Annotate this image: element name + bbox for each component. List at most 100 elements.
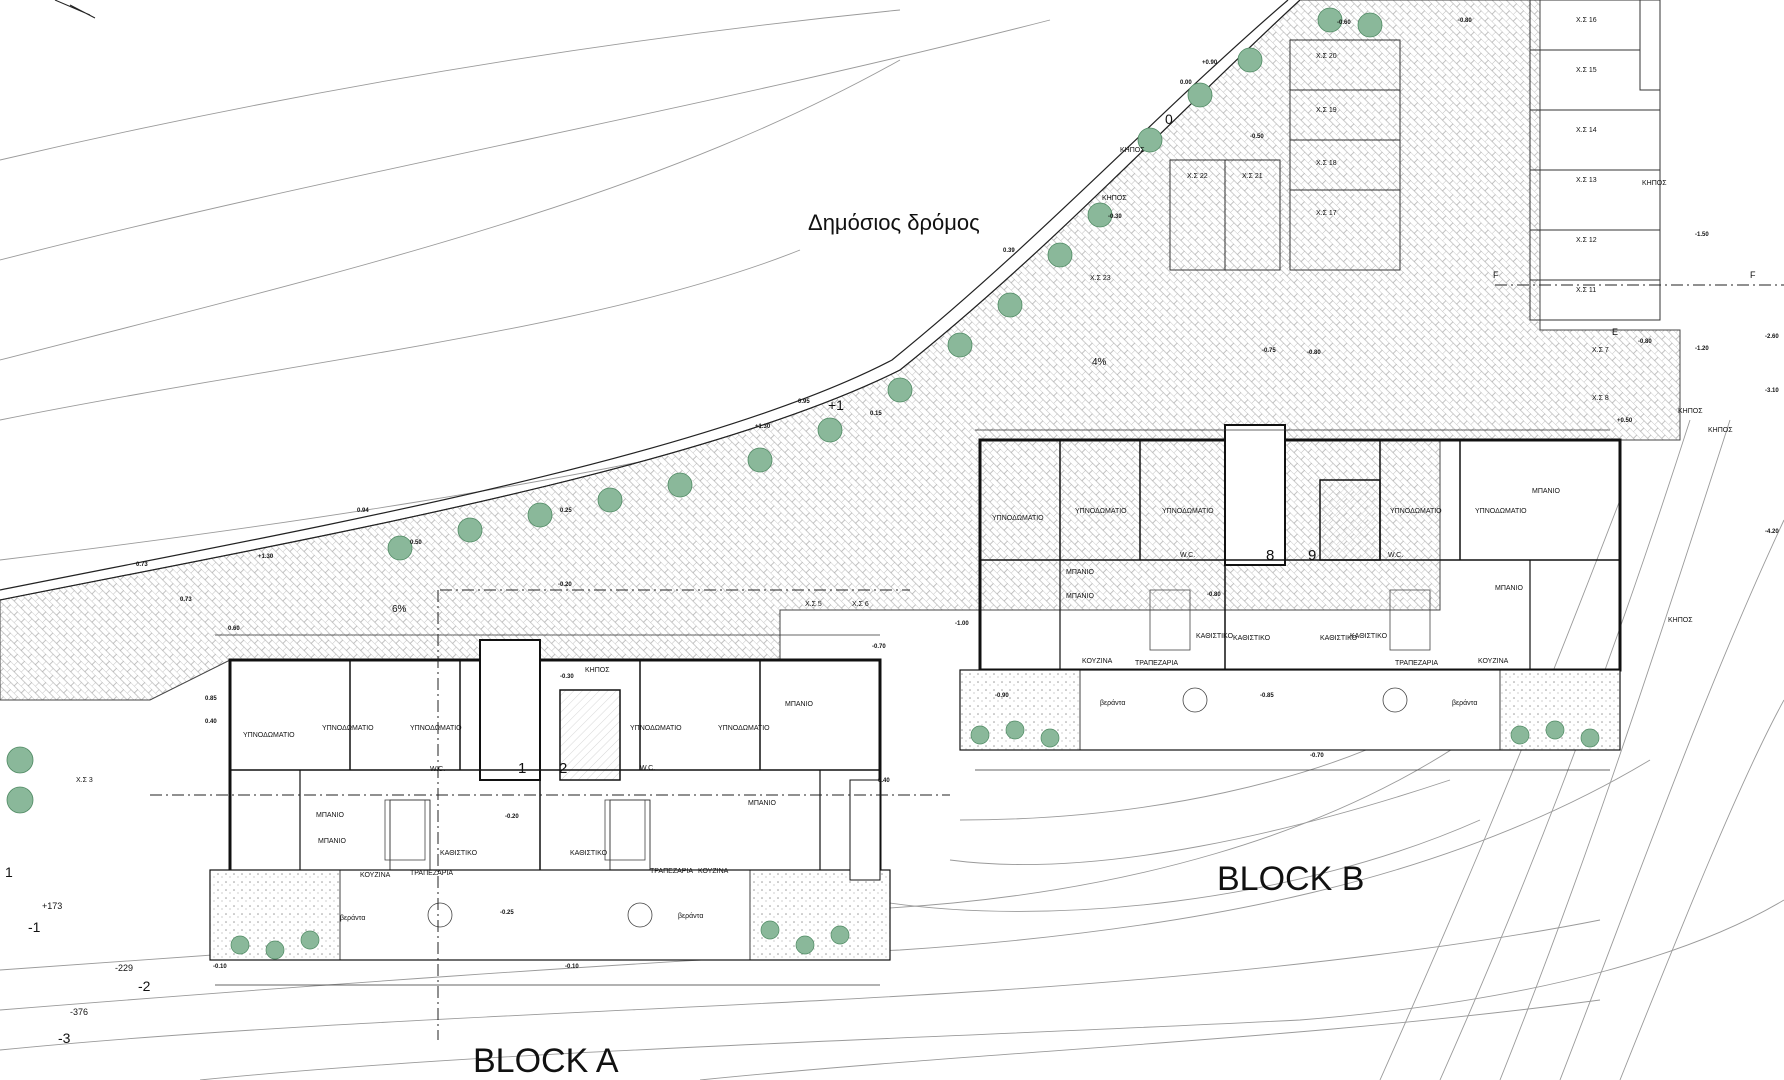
room-label: ΜΠΑΝΙΟ [1066, 569, 1095, 576]
elevation-label: -4.20 [1765, 529, 1779, 535]
furniture [384, 589, 1431, 928]
section-mark-label: E [1612, 327, 1618, 337]
north-arrow [54, 0, 96, 19]
elevation-label: -0.85 [1260, 693, 1274, 699]
room-label: ΚΑΘΙΣΤΙΚΟ [440, 850, 478, 857]
room-label: ΥΠΝΟΔΩΜΑΤΙΟ [718, 725, 770, 732]
room-label: ΚΑΘΙΣΤΙΚΟ [1196, 633, 1234, 640]
elevation-label: 0.39 [1003, 248, 1015, 254]
block-a-label: BLOCK A [473, 1042, 619, 1080]
room-label: ΥΠΝΟΔΩΜΑΤΙΟ [1475, 508, 1527, 515]
room-label: ΚΑΘΙΣΤΙΚΟ [1233, 635, 1271, 642]
contour-label: 1 [5, 864, 13, 880]
elevation-label: -0.90 [995, 693, 1009, 699]
parking-label: Χ.Σ 3 [76, 777, 93, 784]
room-label: ΥΠΝΟΔΩΜΑΤΙΟ [1075, 508, 1127, 515]
block-b-plan [959, 424, 1622, 751]
elevation-label: 0.85 [205, 696, 217, 702]
elevation-label: -0.40 [876, 778, 890, 784]
room-label: ΥΠΝΟΔΩΜΑΤΙΟ [1390, 508, 1442, 515]
room-label: ΚΟΥΖΙΝΑ [1082, 658, 1113, 665]
parking-label: Χ.Σ 12 [1576, 237, 1597, 244]
contour-lines [0, 9, 1784, 1080]
parking-label: Χ.Σ 14 [1576, 127, 1597, 134]
slope-label: 6% [392, 604, 407, 615]
elevation-label: +1.30 [258, 554, 274, 560]
section-mark-label: F [1493, 270, 1499, 280]
elevation-label: +1.30 [755, 424, 771, 430]
parking-label: Χ.Σ 23 [1090, 275, 1111, 282]
elevation-label: 0.94 [357, 508, 369, 514]
parking-label: Χ.Σ 6 [852, 601, 869, 608]
elevation-label: 0.50 [410, 540, 422, 546]
block-b-label: BLOCK B [1217, 860, 1364, 898]
elevation-label: -0.10 [565, 964, 579, 970]
parking-area [1169, 0, 1661, 321]
parking-label: Χ.Σ 17 [1316, 210, 1337, 217]
elevation-label: +0.90 [1202, 60, 1218, 66]
paved-plaza [0, 0, 1681, 701]
room-label: W.C. [1388, 552, 1403, 559]
elevation-marks: -0.60 -0.80 +0.90 0.00 -0.50 -0.30 0.39 … [136, 18, 1779, 970]
elevation-label: -0.20 [505, 814, 519, 820]
parking-label: Χ.Σ 7 [1592, 347, 1609, 354]
slope-label: 4% [1092, 357, 1107, 368]
room-label: ΤΡΑΠΕΖΑΡΙΑ [1135, 660, 1178, 667]
room-label: ΜΠΑΝΙΟ [316, 812, 345, 819]
elevation-label: -0.80 [1207, 592, 1221, 598]
elevation-label: -0.20 [558, 582, 572, 588]
elevation-label: -0.50 [1250, 134, 1264, 140]
elevation-label: -0.30 [560, 674, 574, 680]
room-label: W.C. [640, 765, 655, 772]
elevation-label: -0.80 [1638, 339, 1652, 345]
elevation-label: 0.00 [1180, 80, 1192, 86]
contour-label: -3 [58, 1030, 71, 1046]
elevation-label: -0.70 [872, 644, 886, 650]
contour-label: +1 [828, 397, 844, 413]
room-label: ΚΟΥΖΙΝΑ [1478, 658, 1509, 665]
elevation-label: -0.75 [1262, 348, 1276, 354]
room-label: βεράντα [340, 914, 365, 922]
parking-label: Χ.Σ 19 [1316, 107, 1337, 114]
room-label: ΥΠΝΟΔΩΜΑΤΙΟ [243, 732, 295, 739]
elevation-label: -0.80 [1458, 18, 1472, 24]
room-label: ΚΑΘΙΣΤΙΚΟ [1350, 633, 1388, 640]
room-label: W.C. [430, 766, 445, 773]
contour-label: -376 [70, 1007, 88, 1017]
elevation-label: -0.80 [1307, 350, 1321, 356]
parking-label: Χ.Σ 16 [1576, 17, 1597, 24]
garden-label: ΚΗΠΟΣ [1708, 427, 1733, 434]
unit-number: 8 [1266, 547, 1274, 564]
elevation-label: -0.60 [1337, 20, 1351, 26]
elevation-label: -3.10 [1765, 388, 1779, 394]
elevation-label: -0.10 [213, 964, 227, 970]
room-label: ΜΠΑΝΙΟ [748, 800, 777, 807]
elevation-label: -2.60 [1765, 334, 1779, 340]
room-label: βεράντα [1452, 699, 1477, 707]
unit-number: 9 [1308, 547, 1316, 564]
room-label: ΤΡΑΠΕΖΑΡΙΑ [650, 868, 693, 875]
elevation-label: -0.25 [500, 910, 514, 916]
road-label: Δημόσιος δρόμος [808, 210, 980, 235]
elevation-label: -1.50 [1695, 232, 1709, 238]
elevation-label: 0.95 [798, 399, 810, 405]
elevation-label: 0.60 [228, 626, 240, 632]
block-a-plan [209, 639, 891, 961]
room-label: ΥΠΝΟΔΩΜΑΤΙΟ [1162, 508, 1214, 515]
room-label: ΜΠΑΝΙΟ [1495, 585, 1524, 592]
garden-label: ΚΗΠΟΣ [585, 667, 610, 674]
parking-label: Χ.Σ 13 [1576, 177, 1597, 184]
contour-label: -1 [28, 919, 41, 935]
contour-label: +173 [42, 901, 62, 911]
room-label: ΥΠΝΟΔΩΜΑΤΙΟ [322, 725, 374, 732]
parking-label: Χ.Σ 18 [1316, 160, 1337, 167]
garden-label: ΚΗΠΟΣ [1668, 617, 1693, 624]
room-label: ΥΠΝΟΔΩΜΑΤΙΟ [630, 725, 682, 732]
room-label: ΚΑΘΙΣΤΙΚΟ [1320, 635, 1358, 642]
room-label: ΤΡΑΠΕΖΑΡΙΑ [1395, 660, 1438, 667]
room-label: βεράντα [1100, 699, 1125, 707]
trees [6, 7, 1383, 814]
elevation-label: +0.50 [1617, 418, 1633, 424]
unit-number: 1 [518, 760, 526, 777]
